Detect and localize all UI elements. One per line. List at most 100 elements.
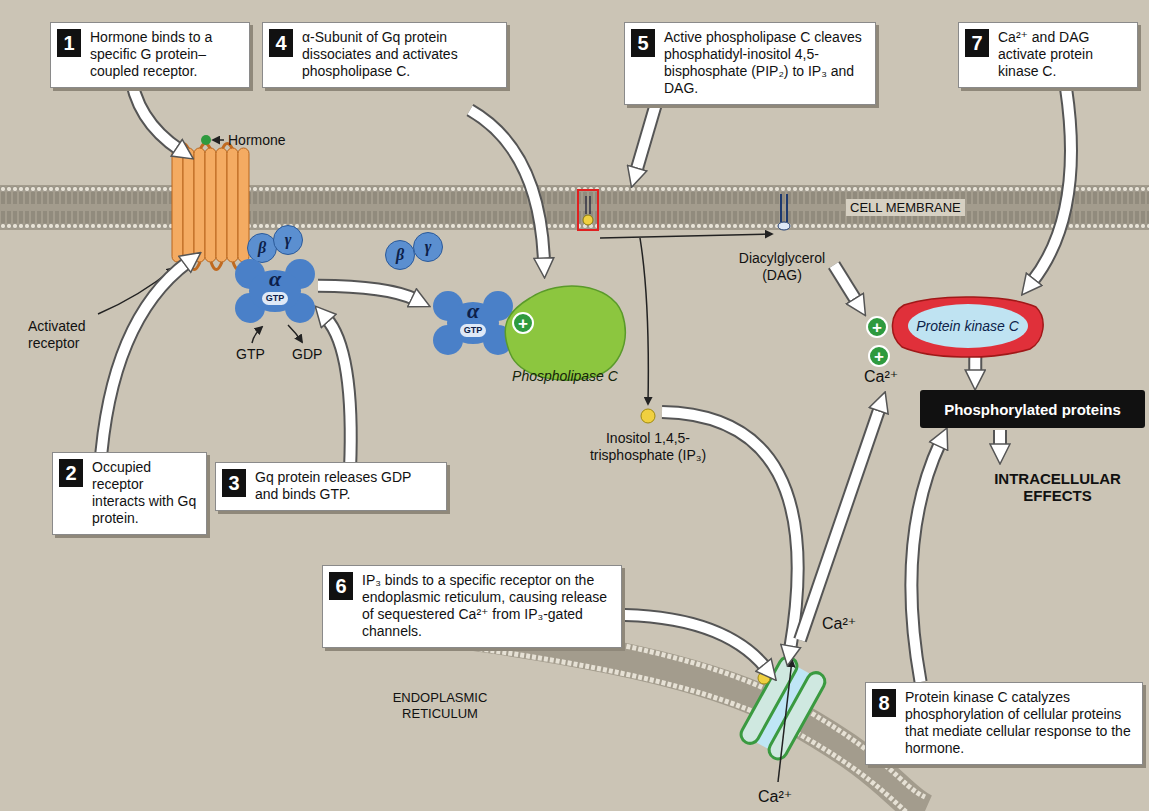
callout-arrows <box>834 265 857 302</box>
pip2-molecule <box>583 215 593 225</box>
callout-number: 1 <box>57 29 81 57</box>
arrow-body <box>1032 88 1071 282</box>
receptor <box>205 148 216 262</box>
arrow-body <box>911 443 940 683</box>
kinase-blob: Protein kinase C <box>890 295 1045 357</box>
flow-arrow <box>1032 88 1071 282</box>
callout-box: 8Protein kinase C catalyzes phosphorylat… <box>865 682 1143 765</box>
callout-text: Protein kinase C catalyzes phosphorylati… <box>896 689 1134 757</box>
ip3-dot <box>758 672 770 684</box>
callout-number: 6 <box>329 572 353 600</box>
arrow-outline <box>911 443 940 683</box>
outline-shape <box>505 286 625 380</box>
flow-arrow <box>911 443 940 683</box>
alpha-subunit: αGTP <box>232 258 318 324</box>
callout-box: 2Occupied receptor interacts with Gq pro… <box>52 452 207 535</box>
subunit-circle: γ <box>273 225 303 255</box>
callout-arrows <box>100 70 1000 668</box>
callout-text: Hormone binds to a specific G protein–co… <box>81 29 241 80</box>
ip3-channel <box>738 654 828 762</box>
molecule-label: GTP <box>236 346 265 363</box>
receptor <box>172 144 249 270</box>
pip2-molecule <box>578 190 598 230</box>
arrow-body <box>318 286 416 300</box>
er-membrane <box>330 628 925 811</box>
pip2-molecule <box>578 190 598 230</box>
callout-arrows <box>470 110 544 262</box>
subunit-letter: β <box>396 246 404 264</box>
subunit-letter: γ <box>285 231 292 249</box>
callout-arrows <box>800 407 880 640</box>
molecule-label: Diacylglycerol (DAG) <box>732 250 832 284</box>
callout-arrows <box>100 262 188 470</box>
callout-arrows <box>326 318 351 470</box>
callout-text: Ca²⁺ and DAG activate protein kinase C. <box>989 29 1129 80</box>
hormone-dot <box>201 135 211 145</box>
outline-shape <box>908 304 1028 348</box>
dag-molecule <box>781 194 787 222</box>
arrow-body <box>970 357 980 374</box>
receptor <box>172 148 183 262</box>
callout-number: 2 <box>59 459 83 487</box>
region-label: CELL MEMBRANE <box>846 199 965 216</box>
outline-shape <box>248 234 277 263</box>
callout-arrows <box>100 262 188 470</box>
callout-text: Active phospholipase C cleaves phosphati… <box>655 29 867 97</box>
subunit-circle: γ <box>413 232 443 262</box>
receptor <box>194 148 205 262</box>
callout-text: Occupied receptor interacts with Gq prot… <box>83 459 198 527</box>
part-label: Hormone <box>228 132 286 149</box>
enzyme-name: Protein kinase C <box>916 318 1019 334</box>
receptor <box>227 148 238 262</box>
callout-box: 1Hormone binds to a specific G protein–c… <box>50 22 250 88</box>
callout-arrows <box>470 110 544 262</box>
callout-box: 6IP₃ binds to a specific receptor on the… <box>322 565 622 648</box>
effect-label: INTRACELLULAR EFFECTS <box>975 470 1140 504</box>
flow-arrow <box>318 286 416 300</box>
ip3-channel <box>766 669 828 762</box>
cleavage-arrow <box>600 234 772 238</box>
activation-sign: + <box>868 345 890 367</box>
dag-molecule <box>778 194 790 230</box>
callout-box: 7Ca²⁺ and DAG activate protein kinase C. <box>958 22 1138 88</box>
ion-label: Ca²⁺ <box>822 615 856 633</box>
callout-arrows <box>600 615 766 668</box>
cleavage-arrow <box>640 238 648 404</box>
arrow-outline <box>318 286 416 300</box>
ion-label: Ca²⁺ <box>758 788 792 806</box>
callout-number: 4 <box>269 29 293 57</box>
gdp-arrow <box>288 325 302 342</box>
alpha-subunit: αGTP <box>430 290 516 356</box>
enzyme-name: Phospholipase C <box>512 368 618 384</box>
gtp-tag: GTP <box>460 324 487 337</box>
subunit-letter: β <box>258 239 266 257</box>
product-box: Phosphorylated proteins <box>920 390 1145 428</box>
part-label: Activated receptor <box>28 318 106 352</box>
dag-molecule <box>778 222 790 230</box>
arrow-outline <box>1032 88 1071 282</box>
gtp-arrow <box>252 327 262 343</box>
callout-number: 7 <box>965 29 989 57</box>
box-label: Phosphorylated proteins <box>944 401 1121 418</box>
callout-number: 5 <box>631 29 655 57</box>
callout-text: α-Subunit of Gq protein dissociates and … <box>293 29 498 80</box>
outline-shape <box>274 226 303 255</box>
callout-box: 4α-Subunit of Gq protein dissociates and… <box>262 22 507 88</box>
subunit-circle: β <box>385 240 415 270</box>
callout-number: 3 <box>222 469 246 497</box>
ip3-dot <box>641 409 655 423</box>
gtp-tag: GTP <box>262 292 289 305</box>
callout-arrows <box>800 407 880 640</box>
callout-arrows <box>326 318 351 470</box>
subunit-letter: α <box>467 299 479 323</box>
molecule-label: GDP <box>292 346 322 363</box>
subunit-circle: β <box>247 233 277 263</box>
activation-sign: + <box>866 316 888 338</box>
callout-box: 3Gq protein releases GDP and binds GTP. <box>215 462 447 511</box>
receptor <box>183 148 194 262</box>
callout-arrows <box>995 430 1005 448</box>
outline-shape <box>414 233 443 262</box>
outline-shape <box>386 241 415 270</box>
receptor <box>216 148 227 262</box>
